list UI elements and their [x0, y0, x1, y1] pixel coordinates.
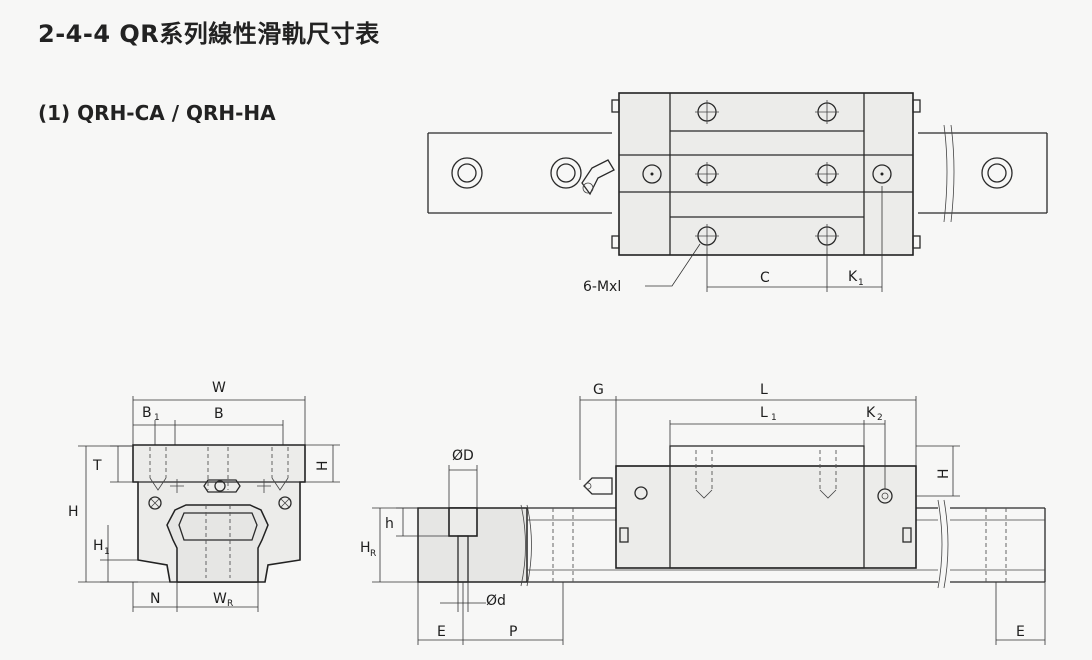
label-b1: B — [142, 405, 152, 421]
label-h2: H — [315, 460, 331, 471]
label-small-d: Ød — [486, 593, 506, 609]
label-hr-sub: R — [370, 549, 376, 559]
label-b: B — [214, 406, 224, 422]
label-h: H — [68, 504, 79, 520]
label-l: L — [760, 382, 768, 398]
label-hr: H — [360, 540, 371, 556]
block-top — [611, 92, 921, 256]
label-p: P — [509, 624, 517, 640]
end-view: W B 1 B T H H H — [68, 380, 340, 612]
label-l1-sub: 1 — [771, 413, 777, 423]
label-e-right: E — [1016, 624, 1025, 640]
page-title: 2-4-4 QR系列線性滑軌尺寸表 — [38, 20, 380, 48]
bolt-holes-end — [149, 447, 289, 578]
label-t: T — [92, 458, 102, 474]
label-h1-sub: 1 — [104, 547, 110, 557]
section-title: (1) QRH-CA / QRH-HA — [38, 101, 276, 125]
label-k2: K — [866, 405, 876, 421]
label-e-left: E — [437, 624, 446, 640]
label-k1-sub: 1 — [858, 278, 864, 288]
label-g: G — [593, 382, 604, 398]
label-h1: H — [93, 538, 104, 554]
label-k1: K — [848, 269, 858, 285]
grease-nipple-top — [581, 159, 615, 196]
label-k2-sub: 2 — [877, 413, 883, 423]
label-h-small: h — [385, 516, 394, 532]
label-6-mxl: 6-Mxl — [583, 279, 621, 295]
label-w: W — [212, 380, 226, 396]
rail-top — [427, 124, 1048, 223]
top-view: 6-Mxl C K 1 — [427, 92, 1048, 295]
side-view: G L L 1 K 2 H ØD Ød h H R E P E — [360, 382, 1046, 645]
label-wr: W — [213, 591, 227, 607]
label-wr-sub: R — [227, 599, 233, 609]
label-c: C — [760, 270, 770, 286]
label-l1: L — [760, 405, 768, 421]
label-b1-sub: 1 — [154, 413, 160, 423]
label-od: ØD — [452, 448, 474, 464]
mounting-holes — [642, 100, 892, 248]
label-n: N — [150, 591, 160, 607]
label-h3: H — [936, 468, 952, 479]
